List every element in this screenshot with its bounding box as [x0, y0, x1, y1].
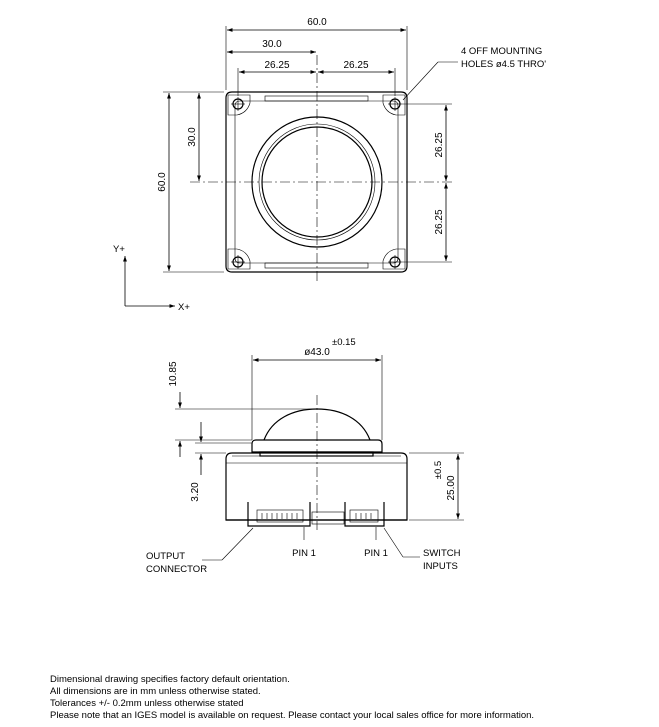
note-line-3: Tolerances +/- 0.2mm unless otherwise st… [50, 698, 244, 709]
note-line-2: All dimensions are in mm unless otherwis… [50, 686, 261, 697]
top-view: 60.0 30.0 26.25 26.25 60.0 30.0 [113, 17, 546, 313]
dim-bezel-height-label: 3.20 [190, 482, 201, 502]
dim-body-tolerance-label: ±0.5 [433, 461, 444, 479]
dim-body-height-label: 25.00 [446, 475, 457, 500]
axis-y-label: Y+ [113, 244, 125, 255]
corner-pocket-tl [227, 94, 251, 116]
note-line-4: Please note that an IGES model is availa… [50, 710, 534, 721]
dim-overall-width-label: 60.0 [307, 17, 327, 28]
corner-pocket-bl [227, 248, 251, 270]
output-connector-icon [247, 502, 311, 527]
bottom-edge-bar [264, 262, 369, 269]
dim-ball-diameter-label: ø43.0 [304, 347, 330, 358]
dim-overall-height-label: 60.0 [157, 172, 168, 192]
mounting-note-line2: HOLES ø4.5 THRO' [461, 59, 546, 70]
output-connector-line2: CONNECTOR [146, 564, 207, 575]
output-connector-line1: OUTPUT [146, 551, 185, 562]
dimension-half-height: 30.0 [187, 93, 201, 181]
dimension-overall-width: 60.0 [225, 17, 408, 90]
dim-hole-left-label: 26.25 [264, 60, 289, 71]
mounting-note-line1: 4 OFF MOUNTING [461, 46, 542, 57]
dimension-overall-height: 60.0 [157, 91, 224, 273]
corner-pocket-br [382, 248, 406, 270]
dim-hole-right-label: 26.25 [343, 60, 368, 71]
dim-hole-top-label: 26.25 [434, 132, 445, 157]
output-connector-callout: OUTPUT CONNECTOR [146, 527, 254, 575]
corner-pocket-tr [382, 94, 406, 116]
dimension-half-width: 30.0 [227, 39, 316, 54]
pin1-right-label: PIN 1 [364, 548, 388, 559]
top-body-outline [225, 91, 408, 273]
dim-half-width-label: 30.0 [262, 39, 282, 50]
drawing-notes: Dimensional drawing specifies factory de… [50, 674, 534, 721]
output-connector-pins [261, 513, 298, 519]
top-edge-bar [264, 95, 369, 102]
pin1-left-label: PIN 1 [292, 548, 316, 559]
note-line-1: Dimensional drawing specifies factory de… [50, 674, 290, 685]
dimension-hole-spacing-x: 26.25 26.25 [237, 60, 396, 96]
switch-inputs-callout: SWITCH INPUTS [383, 527, 461, 572]
dim-ball-height-label: 10.85 [168, 361, 179, 386]
axes-indicator: Y+ X+ [113, 244, 190, 313]
side-view: ø43.0 ±0.15 10.85 3.20 25.00 ±0.5 [146, 337, 464, 575]
dim-hole-bottom-label: 26.25 [434, 209, 445, 234]
dimension-bezel-height: 3.20 [190, 422, 252, 502]
switch-inputs-line1: SWITCH [423, 548, 461, 559]
bezel-outline [251, 439, 383, 453]
dimension-ball-diameter: ø43.0 ±0.15 [251, 337, 383, 440]
dimension-body-height: 25.00 ±0.5 [409, 452, 464, 521]
switch-connector-pins [355, 513, 372, 519]
dim-half-height-label: 30.0 [187, 127, 198, 147]
switch-inputs-line2: INPUTS [423, 561, 458, 572]
axis-x-label: X+ [178, 302, 190, 313]
mounting-hole-icon [231, 97, 402, 269]
switch-connector-icon [344, 502, 385, 527]
mounting-holes-callout: 4 OFF MOUNTING HOLES ø4.5 THRO' [402, 46, 546, 101]
dim-ball-tolerance-label: ±0.15 [332, 337, 356, 348]
dimension-ball-height: 10.85 [168, 361, 316, 457]
dimension-hole-spacing-y: 26.25 26.25 [402, 103, 452, 263]
